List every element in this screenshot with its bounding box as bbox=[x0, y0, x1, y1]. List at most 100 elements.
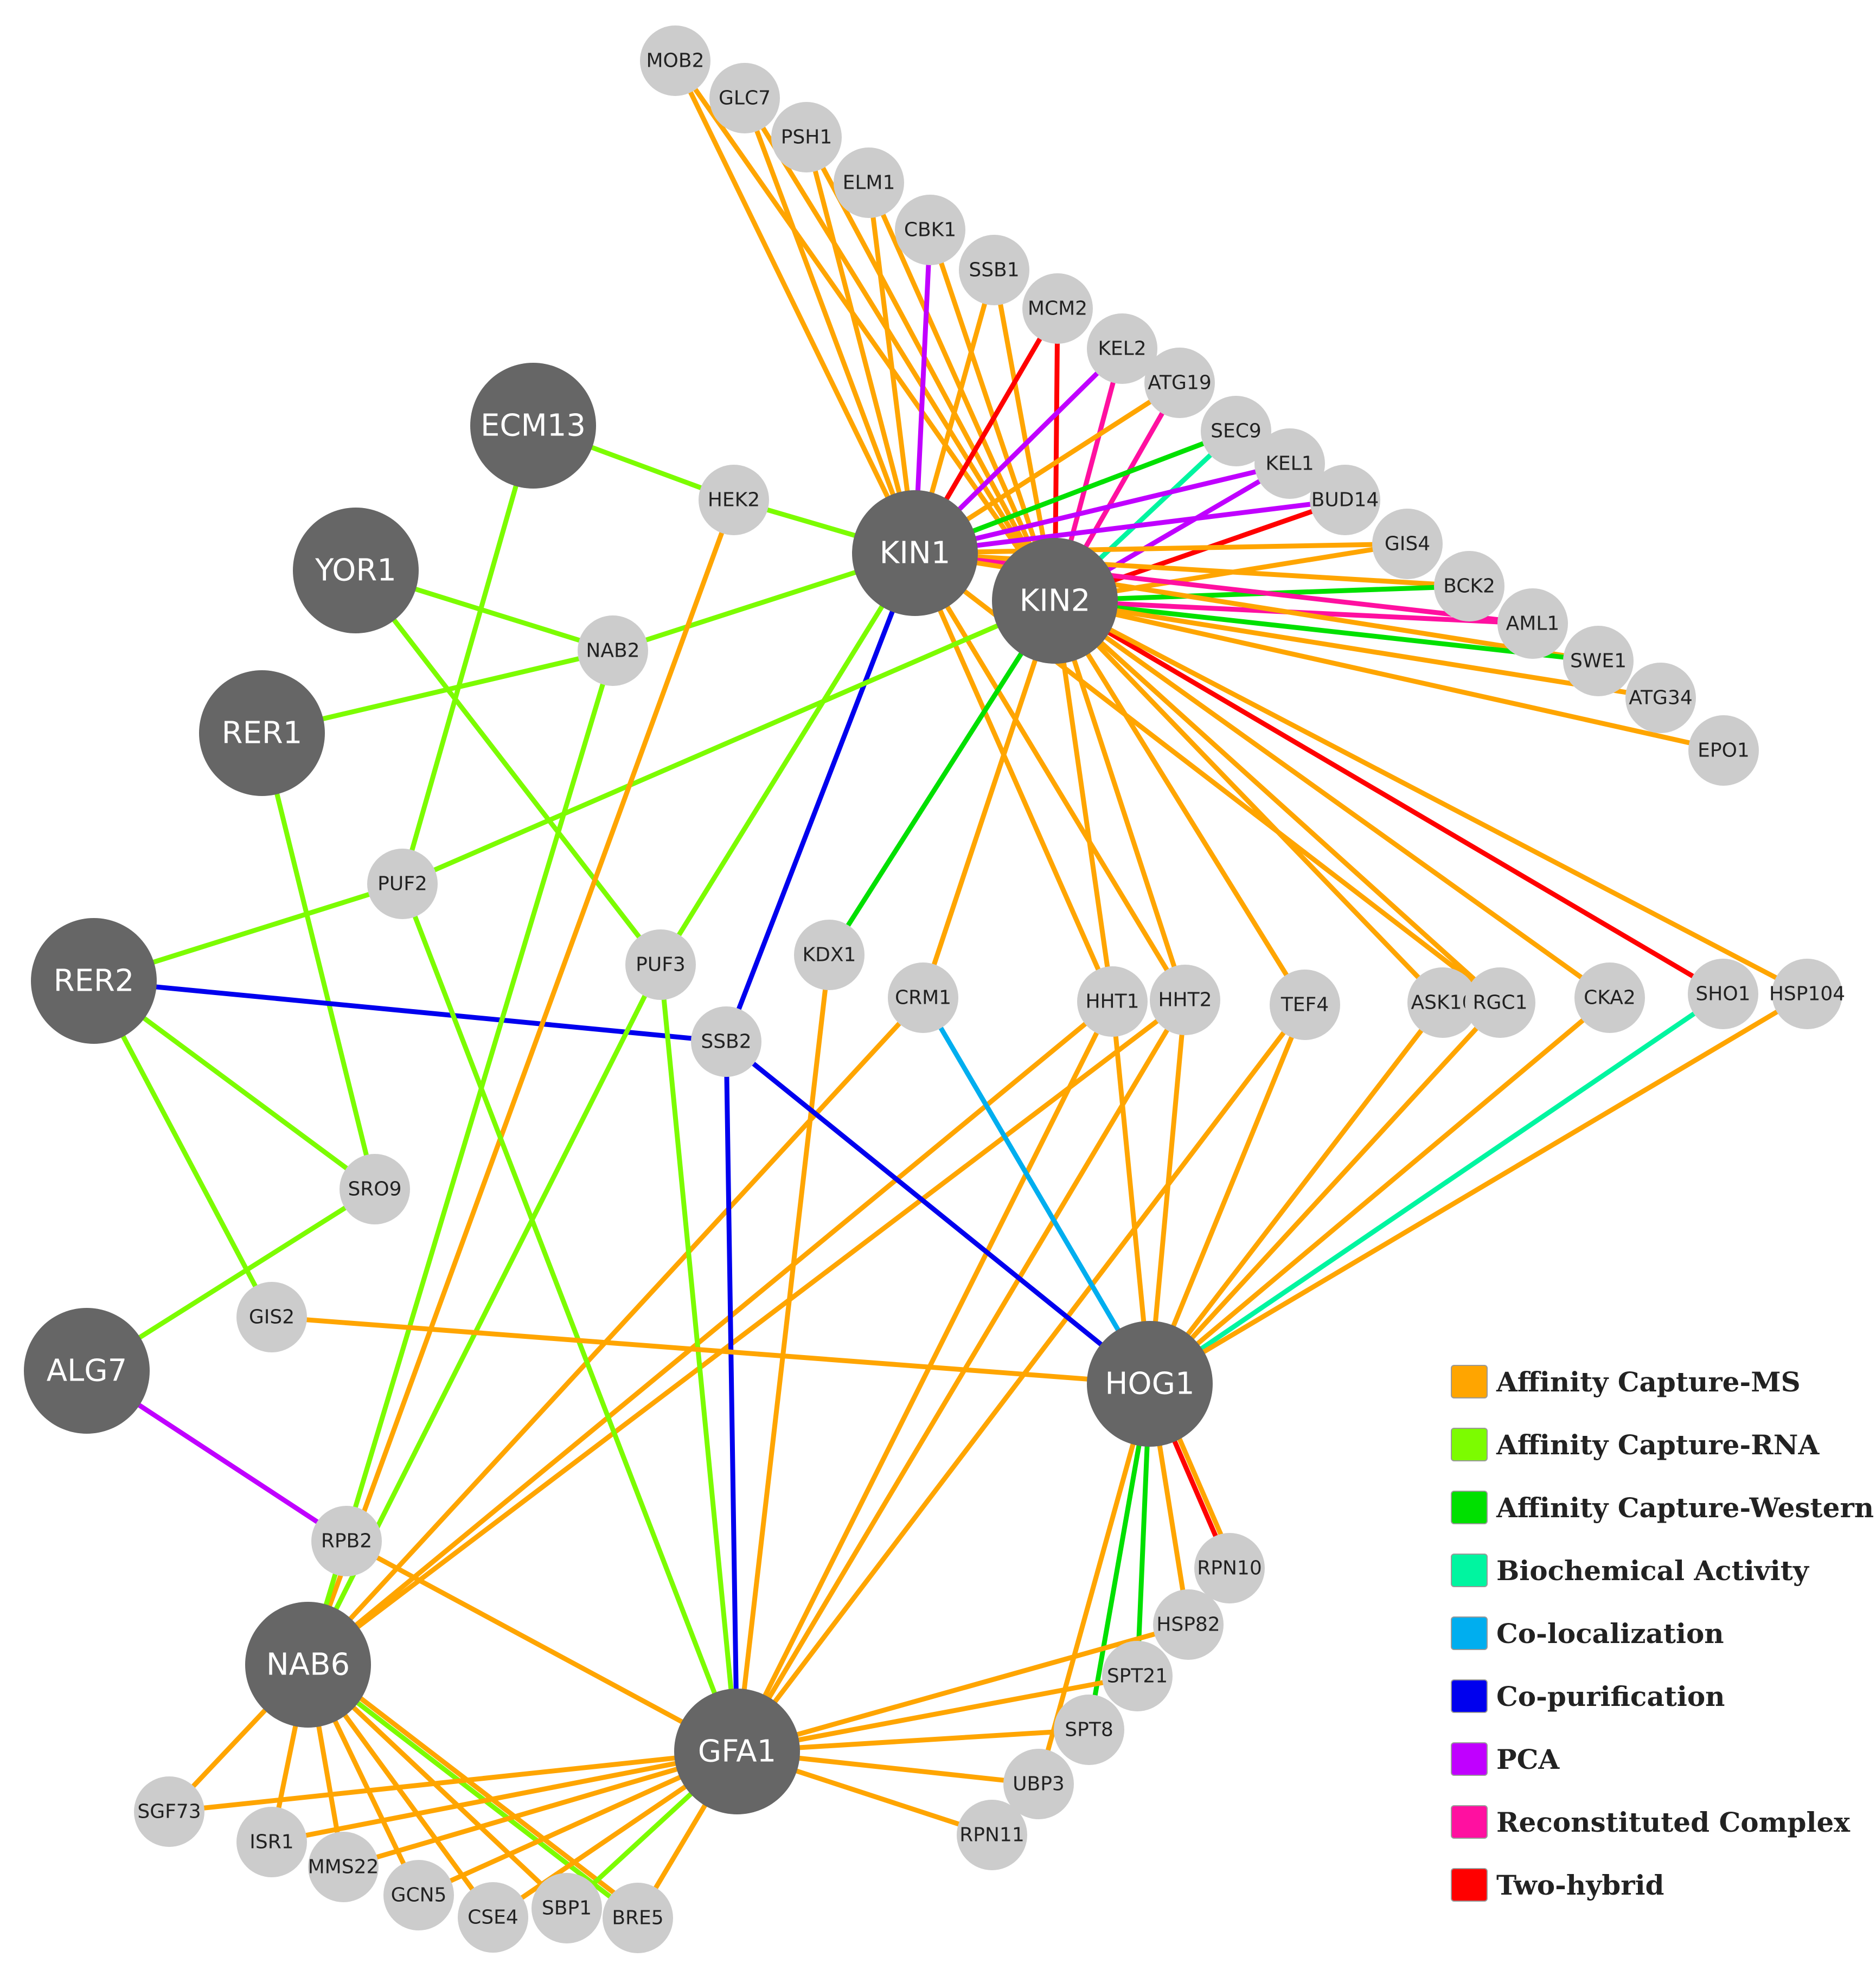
node-spt21[interactable]: SPT21 bbox=[1102, 1641, 1173, 1711]
node-circle bbox=[1077, 966, 1148, 1037]
node-circle bbox=[1434, 551, 1504, 621]
node-kin1[interactable]: KIN1 bbox=[852, 490, 978, 616]
legend-swatch bbox=[1451, 1491, 1488, 1524]
node-circle bbox=[1201, 396, 1271, 466]
node-tef4[interactable]: TEF4 bbox=[1270, 970, 1340, 1040]
node-label: RPN11 bbox=[959, 1824, 1024, 1846]
node-rpn10[interactable]: RPN10 bbox=[1194, 1533, 1265, 1603]
node-circle bbox=[1310, 465, 1380, 535]
node-rer2[interactable]: RER2 bbox=[31, 918, 157, 1044]
node-hsp82[interactable]: HSP82 bbox=[1153, 1589, 1224, 1660]
node-circle bbox=[1054, 1695, 1124, 1765]
node-label: SHO1 bbox=[1695, 983, 1750, 1005]
node-label: HSP82 bbox=[1156, 1614, 1220, 1636]
node-label: SWE1 bbox=[1570, 650, 1627, 672]
edge-sro9-rer1 bbox=[259, 730, 377, 1192]
node-rpb2[interactable]: RPB2 bbox=[311, 1506, 382, 1576]
node-hog1[interactable]: HOG1 bbox=[1087, 1321, 1213, 1447]
node-nab6[interactable]: NAB6 bbox=[245, 1602, 371, 1728]
node-circle bbox=[383, 1860, 454, 1930]
node-label: BUD14 bbox=[1311, 489, 1379, 511]
node-epo1[interactable]: EPO1 bbox=[1688, 715, 1759, 786]
node-kdx1[interactable]: KDX1 bbox=[794, 920, 865, 990]
node-ssb2[interactable]: SSB2 bbox=[691, 1006, 761, 1077]
node-kin2[interactable]: KIN2 bbox=[992, 538, 1118, 664]
node-mob2[interactable]: MOB2 bbox=[640, 25, 710, 96]
node-rpn11[interactable]: RPN11 bbox=[957, 1800, 1027, 1870]
node-mcm2[interactable]: MCM2 bbox=[1022, 273, 1093, 344]
node-gis4[interactable]: GIS4 bbox=[1372, 509, 1443, 579]
node-aml1[interactable]: AML1 bbox=[1497, 588, 1568, 659]
node-bre5[interactable]: BRE5 bbox=[603, 1883, 673, 1953]
node-circle bbox=[1465, 967, 1535, 1038]
node-crm1[interactable]: CRM1 bbox=[888, 962, 958, 1033]
node-spt8[interactable]: SPT8 bbox=[1054, 1695, 1124, 1765]
node-ecm13[interactable]: ECM13 bbox=[470, 363, 596, 489]
node-atg34[interactable]: ATG34 bbox=[1625, 663, 1696, 733]
node-rgc1[interactable]: RGC1 bbox=[1465, 967, 1535, 1038]
edge-crm1-hog1 bbox=[920, 995, 1153, 1387]
node-hsp104[interactable]: HSP104 bbox=[1769, 959, 1845, 1029]
legend-item: Biochemical Activity bbox=[1451, 1539, 1874, 1602]
node-atg19[interactable]: ATG19 bbox=[1144, 348, 1215, 418]
node-label: KEL2 bbox=[1098, 338, 1146, 360]
node-hht1[interactable]: HHT1 bbox=[1077, 966, 1148, 1037]
node-gis2[interactable]: GIS2 bbox=[236, 1282, 307, 1352]
node-yor1[interactable]: YOR1 bbox=[293, 508, 419, 633]
edge-cka2-hog1 bbox=[1147, 995, 1612, 1387]
node-bck2[interactable]: BCK2 bbox=[1434, 551, 1504, 621]
node-bud14[interactable]: BUD14 bbox=[1310, 465, 1380, 535]
node-sgf73[interactable]: SGF73 bbox=[134, 1776, 204, 1847]
node-label: SEC9 bbox=[1211, 420, 1262, 442]
node-glc7[interactable]: GLC7 bbox=[709, 63, 780, 133]
node-sbp1[interactable]: SBP1 bbox=[532, 1873, 602, 1943]
edge-puf2-kin2 bbox=[400, 598, 1058, 887]
node-ubp3[interactable]: UBP3 bbox=[1003, 1749, 1074, 1819]
legend-item: PCA bbox=[1451, 1728, 1874, 1791]
node-label: ATG19 bbox=[1148, 372, 1212, 394]
node-psh1[interactable]: PSH1 bbox=[771, 102, 842, 172]
node-hht2[interactable]: HHT2 bbox=[1150, 965, 1220, 1035]
node-label: HHT2 bbox=[1158, 989, 1212, 1011]
node-nab2[interactable]: NAB2 bbox=[578, 615, 648, 686]
node-gcn5[interactable]: GCN5 bbox=[383, 1860, 454, 1930]
node-kel1[interactable]: KEL1 bbox=[1254, 428, 1325, 499]
node-sho1[interactable]: SHO1 bbox=[1688, 959, 1758, 1029]
node-alg7[interactable]: ALG7 bbox=[24, 1308, 150, 1434]
node-sec9[interactable]: SEC9 bbox=[1201, 396, 1271, 466]
edge-mob2-kin2 bbox=[673, 58, 1058, 604]
node-elm1[interactable]: ELM1 bbox=[834, 147, 904, 218]
node-circle bbox=[957, 1800, 1027, 1870]
node-label: PUF2 bbox=[377, 873, 427, 895]
edge-bre5-nab6 bbox=[305, 1662, 641, 1921]
node-circle bbox=[1497, 588, 1568, 659]
node-kel2[interactable]: KEL2 bbox=[1087, 313, 1157, 384]
node-label: CKA2 bbox=[1584, 987, 1636, 1009]
node-circle bbox=[1144, 348, 1215, 418]
node-cbk1[interactable]: CBK1 bbox=[895, 195, 965, 265]
node-circle bbox=[1254, 428, 1325, 499]
node-rer1[interactable]: RER1 bbox=[199, 670, 325, 796]
node-label: HHT1 bbox=[1085, 991, 1139, 1013]
edge-hht2-kin1 bbox=[912, 550, 1188, 1003]
node-cse4[interactable]: CSE4 bbox=[458, 1882, 528, 1953]
node-cka2[interactable]: CKA2 bbox=[1574, 962, 1645, 1033]
node-isr1[interactable]: ISR1 bbox=[236, 1807, 307, 1877]
node-hek2[interactable]: HEK2 bbox=[699, 465, 769, 535]
node-puf2[interactable]: PUF2 bbox=[367, 849, 438, 919]
node-label: UBP3 bbox=[1013, 1773, 1065, 1795]
node-label: NAB6 bbox=[266, 1647, 350, 1683]
node-gfa1[interactable]: GFA1 bbox=[674, 1689, 800, 1814]
node-circle bbox=[640, 25, 710, 96]
node-label: EPO1 bbox=[1698, 740, 1750, 762]
node-mms22[interactable]: MMS22 bbox=[308, 1832, 379, 1902]
legend-item: Two-hybrid bbox=[1451, 1853, 1874, 1916]
node-sro9[interactable]: SRO9 bbox=[340, 1154, 410, 1224]
node-puf3[interactable]: PUF3 bbox=[625, 929, 696, 1000]
node-label: SPT8 bbox=[1065, 1719, 1113, 1741]
node-ask10[interactable]: ASK10 bbox=[1407, 967, 1478, 1038]
node-ssb1[interactable]: SSB1 bbox=[959, 235, 1029, 305]
node-swe1[interactable]: SWE1 bbox=[1563, 626, 1634, 696]
